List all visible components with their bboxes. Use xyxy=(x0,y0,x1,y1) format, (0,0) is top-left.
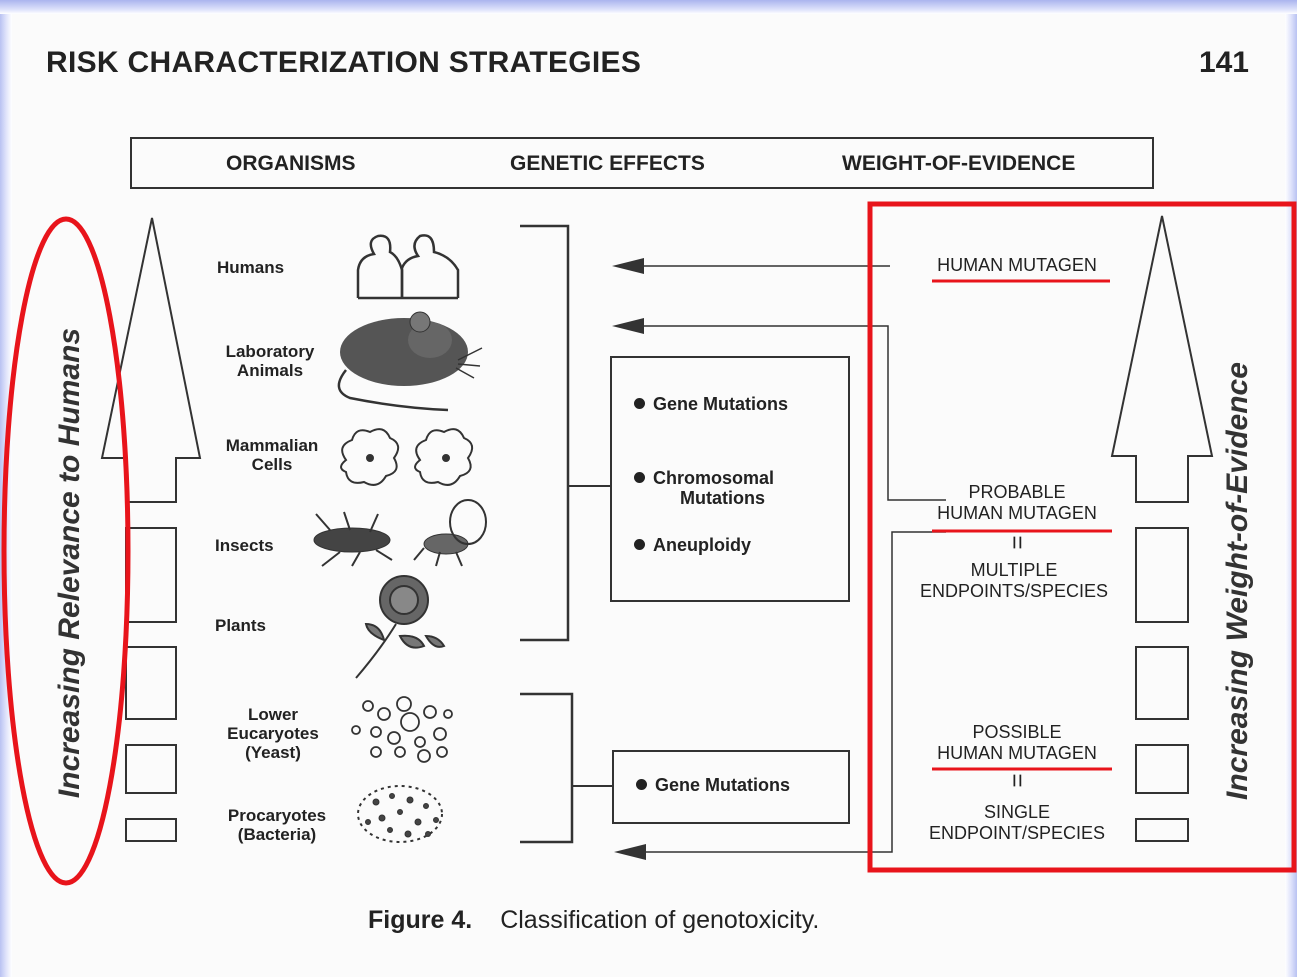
effect-gene-mutations-lower: Gene Mutations xyxy=(636,775,790,795)
column-header-weight-of-evidence: WEIGHT-OF-EVIDENCE xyxy=(842,152,1076,175)
upper-bracket xyxy=(520,224,570,642)
column-header-box: ORGANISMS GENETIC EFFECTS WEIGHT-OF-EVID… xyxy=(130,137,1154,189)
right-arrow xyxy=(1110,215,1214,503)
left-axis-label: Increasing Relevance to Humans xyxy=(53,327,86,799)
right-box-1 xyxy=(1135,527,1189,623)
left-highlight-ellipse xyxy=(1,216,131,886)
humans-icon xyxy=(356,234,460,300)
effect-gene-mutations: Gene Mutations xyxy=(634,394,788,414)
organism-procaryotes: Procaryotes(Bacteria) xyxy=(227,806,327,844)
organism-insects: Insects xyxy=(215,536,274,555)
flower-icon xyxy=(355,575,446,679)
lower-bracket xyxy=(520,692,574,844)
genetic-effects-lower-box xyxy=(612,750,850,824)
right-box-4 xyxy=(1135,818,1189,842)
running-header-title: RISK CHARACTERIZATION STRATEGIES xyxy=(46,46,642,79)
woe-human-mutagen: HUMAN MUTAGEN xyxy=(937,255,1097,275)
organism-humans: Humans xyxy=(217,258,285,277)
left-box-1 xyxy=(125,527,177,623)
genetic-effects-upper-box xyxy=(610,356,850,602)
woe-equals-1: = xyxy=(1003,535,1031,550)
bacteria-icon xyxy=(357,785,443,843)
right-axis-label: Increasing Weight-of-Evidence xyxy=(1221,362,1254,800)
right-box-2 xyxy=(1135,646,1189,720)
column-header-genetic-effects: GENETIC EFFECTS xyxy=(510,152,705,175)
figure-caption: Figure 4.Classification of genotoxicity. xyxy=(368,906,820,934)
yeast-icon xyxy=(351,696,453,763)
top-border xyxy=(0,0,1297,14)
insects-icon xyxy=(313,499,487,567)
left-box-3 xyxy=(125,744,177,794)
effect-aneuploidy: Aneuploidy xyxy=(634,535,751,555)
cells-icon xyxy=(340,428,474,486)
column-header-organisms: ORGANISMS xyxy=(226,152,356,175)
mouse-icon xyxy=(337,311,483,412)
left-arrow xyxy=(100,217,202,503)
woe-equals-2: = xyxy=(1003,773,1031,788)
left-box-4 xyxy=(125,818,177,842)
scanned-page xyxy=(12,14,1285,977)
left-box-2 xyxy=(125,646,177,720)
organism-plants: Plants xyxy=(215,616,267,635)
page-number: 141 xyxy=(1198,46,1249,79)
right-highlight-box xyxy=(867,201,1297,873)
right-box-3 xyxy=(1135,744,1189,794)
